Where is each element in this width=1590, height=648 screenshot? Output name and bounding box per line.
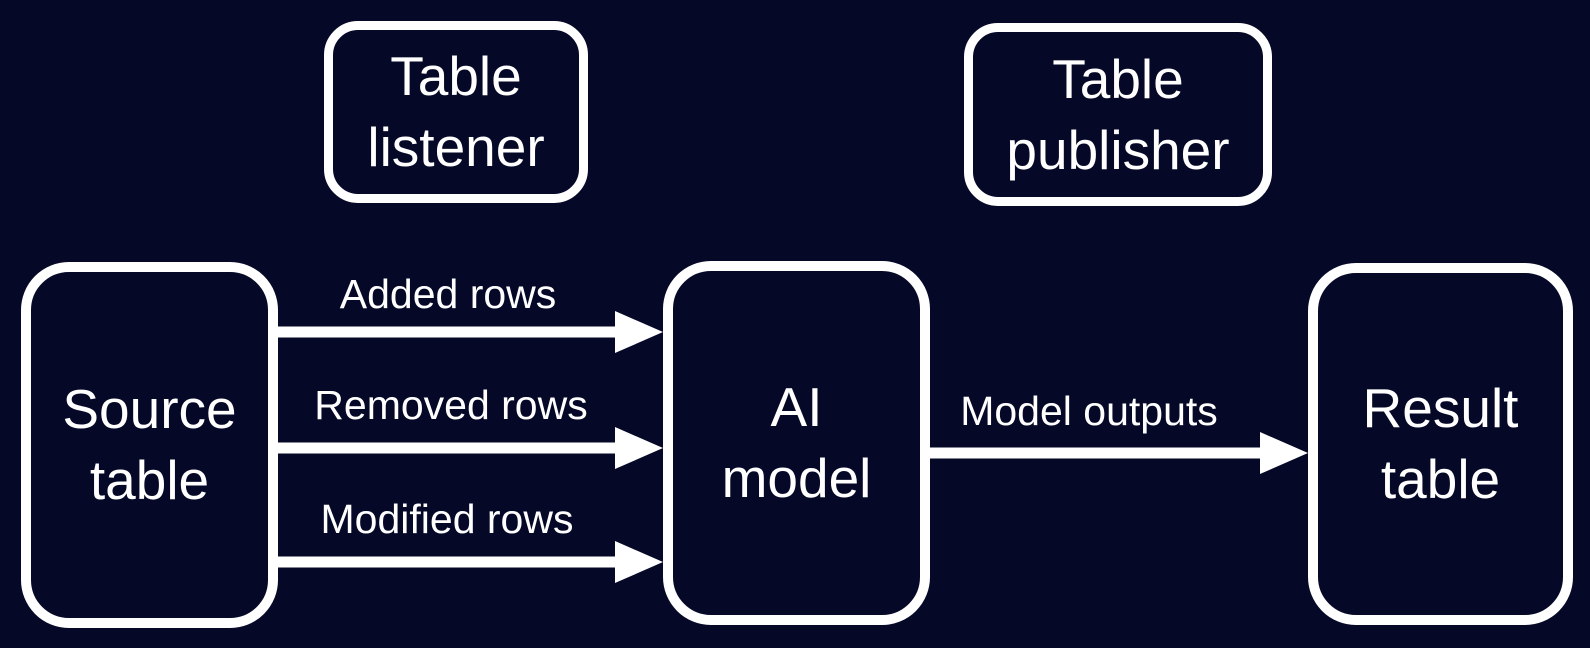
node-label-line: Result bbox=[1362, 377, 1519, 439]
arrow-head-icon bbox=[1260, 432, 1308, 474]
node-label-line: Table bbox=[1052, 47, 1184, 110]
arrow-head-icon bbox=[615, 311, 663, 353]
arrow-added-rows bbox=[274, 311, 663, 353]
arrow-head-icon bbox=[615, 427, 663, 469]
node-label-line: Source bbox=[62, 378, 237, 440]
node-label-line: table bbox=[89, 449, 210, 511]
node-table-publisher: Table publisher bbox=[964, 23, 1272, 206]
node-ai-model: AI model bbox=[663, 261, 930, 625]
edge-label-model-outputs: Model outputs bbox=[960, 388, 1218, 434]
edge-label-added-rows: Added rows bbox=[339, 271, 557, 317]
node-label-line: publisher bbox=[1006, 118, 1230, 181]
node-label-line: Table bbox=[390, 45, 522, 107]
node-result-table: Result table bbox=[1308, 263, 1573, 625]
node-label-line: table bbox=[1380, 448, 1501, 510]
node-label-line: model bbox=[721, 447, 872, 509]
node-table-listener: Table listener bbox=[324, 21, 588, 203]
edge-label-modified-rows: Modified rows bbox=[320, 496, 574, 542]
arrow-model-outputs bbox=[926, 432, 1308, 474]
arrow-modified-rows bbox=[274, 541, 663, 583]
node-label-line: AI bbox=[770, 376, 823, 438]
edge-label-removed-rows: Removed rows bbox=[314, 382, 588, 428]
node-label-line: listener bbox=[367, 116, 545, 178]
arrow-head-icon bbox=[615, 541, 663, 583]
arrow-removed-rows bbox=[274, 427, 663, 469]
node-source-table: Source table bbox=[21, 262, 278, 628]
